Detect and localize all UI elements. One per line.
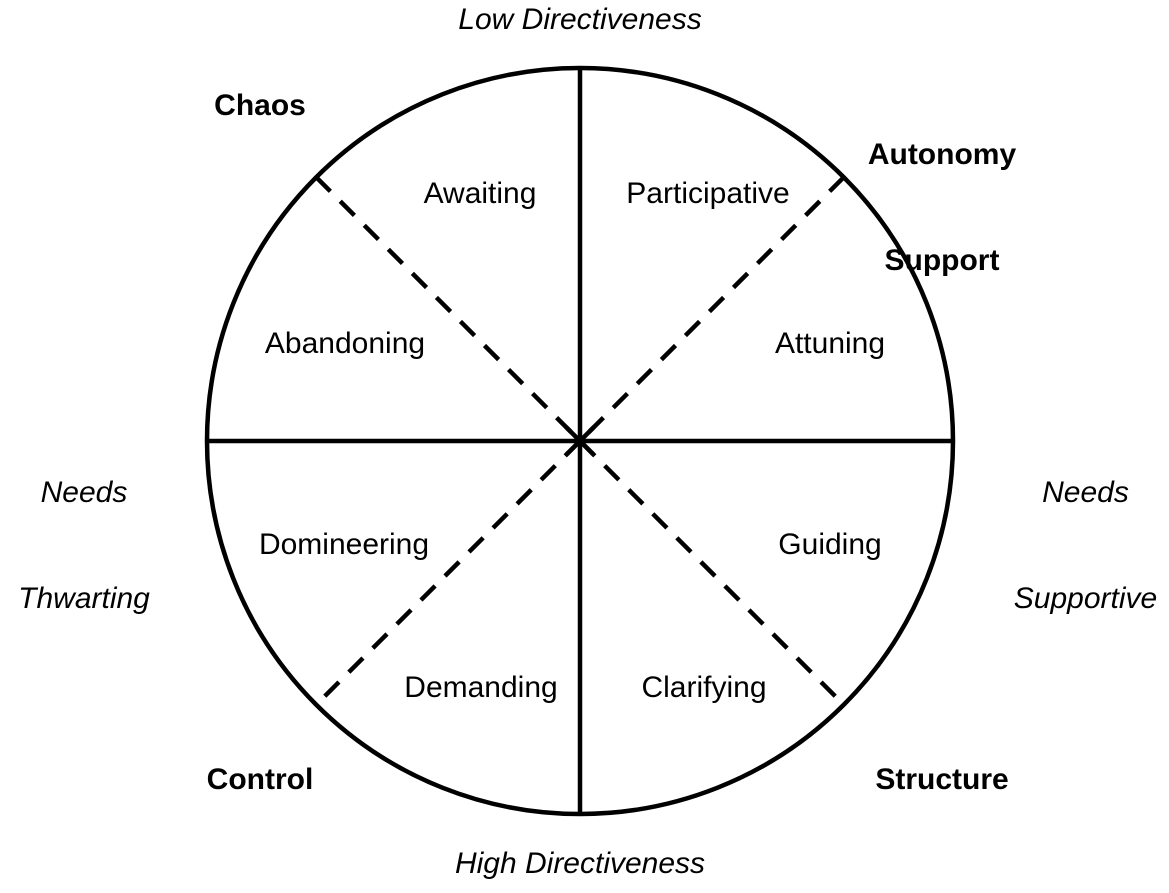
- segment-label-guiding: Guiding: [778, 528, 882, 561]
- axis-label-needs-thwarting-line1: Needs: [40, 475, 128, 509]
- quadrant-label-control: Control: [206, 763, 314, 796]
- center-mark-stroke-b: [564, 425, 596, 457]
- quadrant-label-chaos: Chaos: [214, 89, 306, 122]
- axis-label-low-directiveness: Low Directiveness: [458, 3, 702, 36]
- axis-label-needs-supportive: Needs Supportive: [1002, 404, 1169, 687]
- quadrant-label-autonomy-support-line1: Autonomy: [867, 137, 1017, 171]
- axis-label-needs-thwarting: Needs Thwarting: [0, 404, 168, 687]
- segment-label-domineering: Domineering: [258, 528, 430, 561]
- segment-label-clarifying: Clarifying: [641, 671, 767, 704]
- dashed-diagonal-nw-se: [314, 175, 846, 707]
- axis-label-high-directiveness: High Directiveness: [454, 847, 706, 880]
- axis-label-needs-supportive-line2: Supportive: [1013, 581, 1158, 615]
- dashed-diagonal-ne-sw: [314, 175, 846, 707]
- segment-label-participative: Participative: [626, 177, 790, 210]
- segment-label-awaiting: Awaiting: [423, 177, 537, 210]
- quadrant-label-autonomy-support: Autonomy Support: [812, 66, 1072, 349]
- segment-label-demanding: Demanding: [404, 671, 558, 704]
- axis-label-needs-supportive-line1: Needs: [1042, 475, 1129, 509]
- quadrant-label-autonomy-support-line2: Support: [884, 243, 1000, 277]
- quadrant-label-structure: Structure: [875, 763, 1009, 796]
- segment-label-abandoning: Abandoning: [264, 327, 426, 360]
- segment-label-attuning: Attuning: [774, 327, 886, 360]
- axis-label-needs-thwarting-line2: Thwarting: [18, 581, 150, 615]
